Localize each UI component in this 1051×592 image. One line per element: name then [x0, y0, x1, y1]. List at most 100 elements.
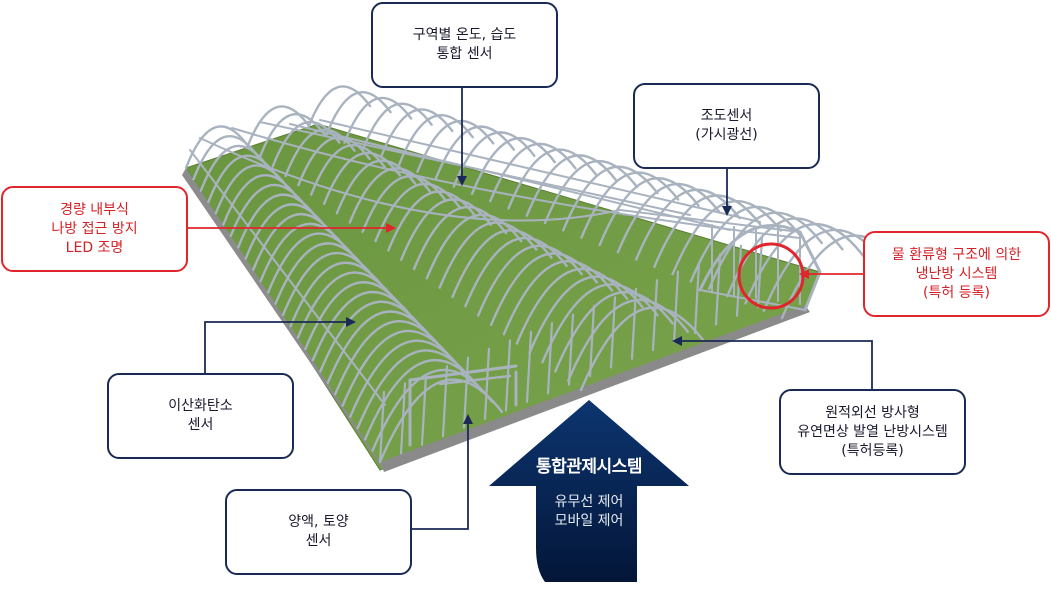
connector-lines [188, 88, 873, 530]
frame-arch [689, 205, 803, 283]
frame-arch [258, 113, 326, 159]
frame-arch [266, 232, 357, 294]
frame-arch [579, 306, 705, 392]
arrowhead-far-infrared [672, 336, 682, 346]
arrowhead-zone-sensor [457, 176, 467, 186]
co2-sensor-line-1: 이산화탄소 [168, 398, 233, 414]
frame-arch [341, 329, 455, 407]
side-post [399, 382, 407, 455]
frame-arch [184, 125, 250, 170]
frame-arch [356, 349, 474, 430]
frame-arch [281, 251, 377, 317]
connector-co2 [204, 321, 348, 374]
frame-arch [192, 135, 259, 181]
side-post [567, 313, 575, 386]
frame-arch [229, 183, 308, 237]
water-system-line-3: (특허 등록) [923, 284, 990, 301]
frame-arch [489, 252, 599, 326]
frame-arch [374, 182, 462, 243]
zone-sensor-line-2: 통합 센서 [436, 46, 493, 62]
frame-arch [387, 190, 477, 252]
light-sensor-box: 조도센서 (가시광선) [633, 83, 820, 169]
led-line-2: 나방 접근 방지 [51, 220, 138, 237]
arrowhead-light-sensor [722, 206, 732, 216]
far-infrared-line-2: 유연면상 발열 난방시스템 [797, 423, 948, 440]
frame-purlin [231, 127, 801, 239]
frame-arch [416, 119, 495, 173]
arrowhead-soil [463, 414, 473, 424]
zone-sensor-line-1: 구역별 온도, 습도 [412, 27, 517, 43]
water-system-box: 물 환류형 구조에 의한 냉난방 시스템 (특허 등록) [863, 231, 1050, 317]
side-post [441, 365, 449, 438]
frame-purlin [189, 149, 386, 406]
frame-arch [311, 291, 416, 362]
co2-sensor-line-2: 센서 [187, 417, 214, 433]
frame-arch [507, 148, 598, 210]
soil-sensor-box: 양액, 토양 센서 [225, 489, 412, 575]
control-arrow-shape [489, 400, 689, 582]
frame-arch [259, 222, 347, 283]
frame-arch [319, 300, 425, 373]
frame-arch [237, 193, 318, 249]
arrowhead-co2 [346, 317, 356, 327]
door-header [438, 374, 512, 386]
far-infrared-box: 원적외선 방사형 유연면상 발열 난방시스템 (특허등록) [779, 389, 966, 475]
front-ground-edge [380, 305, 810, 472]
control-system-line-2: 모바일 제어 [554, 513, 624, 529]
frame-arch [425, 213, 523, 280]
frame-arch [274, 242, 367, 305]
ground-edge [182, 168, 385, 472]
side-post [420, 373, 428, 446]
frame-arch [289, 261, 386, 328]
frame-arch [398, 114, 474, 166]
frame-arch [297, 136, 371, 187]
side-post [651, 279, 659, 352]
frame-arch [322, 151, 402, 205]
frame-arch [477, 244, 583, 317]
frame-arch [349, 339, 465, 418]
frame-arch [361, 174, 447, 233]
light-sensor-line-2: (가시광선) [695, 127, 758, 143]
frame-arch [326, 310, 435, 384]
side-post [693, 261, 701, 335]
frame-arch [306, 85, 372, 130]
connector-arrowheads [346, 176, 809, 424]
side-post [483, 347, 491, 421]
control-system-title: 통합관제시스템 [536, 457, 642, 477]
frame-arch [343, 96, 413, 144]
frame-arch [214, 164, 289, 215]
frame-arch [252, 212, 338, 271]
soil-sensor-line-1: 양액, 토양 [288, 514, 349, 530]
side-post [672, 270, 680, 343]
side-post [462, 356, 470, 429]
connector-far-infrared [680, 340, 873, 389]
control-system-label: 통합관제시스템 유무선 제어 모바일 제어 [500, 452, 678, 531]
frame-purlin [199, 137, 801, 233]
side-post [609, 296, 617, 369]
arrowhead-water [799, 269, 809, 279]
frame-arch [400, 198, 492, 261]
frame-arch [334, 320, 445, 396]
side-post [546, 322, 554, 395]
frame-arch [464, 237, 568, 308]
frame-arch [671, 200, 782, 276]
frame-arch [470, 136, 556, 195]
frame-arch [525, 154, 618, 217]
frame-purlin [289, 123, 731, 231]
side-post [630, 287, 638, 360]
frame-arch [438, 221, 538, 289]
led-line-1: 경량 내부식 [60, 201, 129, 218]
frame-arch [304, 281, 406, 351]
connector-soil [410, 422, 469, 530]
control-system-line-1: 유무선 제어 [554, 494, 624, 510]
arrowhead-led [386, 223, 396, 233]
frame-arch [567, 298, 689, 382]
far-infrared-line-3: (특허등록) [841, 442, 904, 459]
co2-sensor-box: 이산화탄소 센서 [107, 373, 294, 459]
frame-arch [489, 142, 577, 203]
side-post [756, 236, 764, 309]
frame-purlin [319, 119, 761, 223]
frame-arch [244, 203, 328, 260]
side-post [378, 390, 386, 464]
frame-arch [310, 144, 386, 196]
